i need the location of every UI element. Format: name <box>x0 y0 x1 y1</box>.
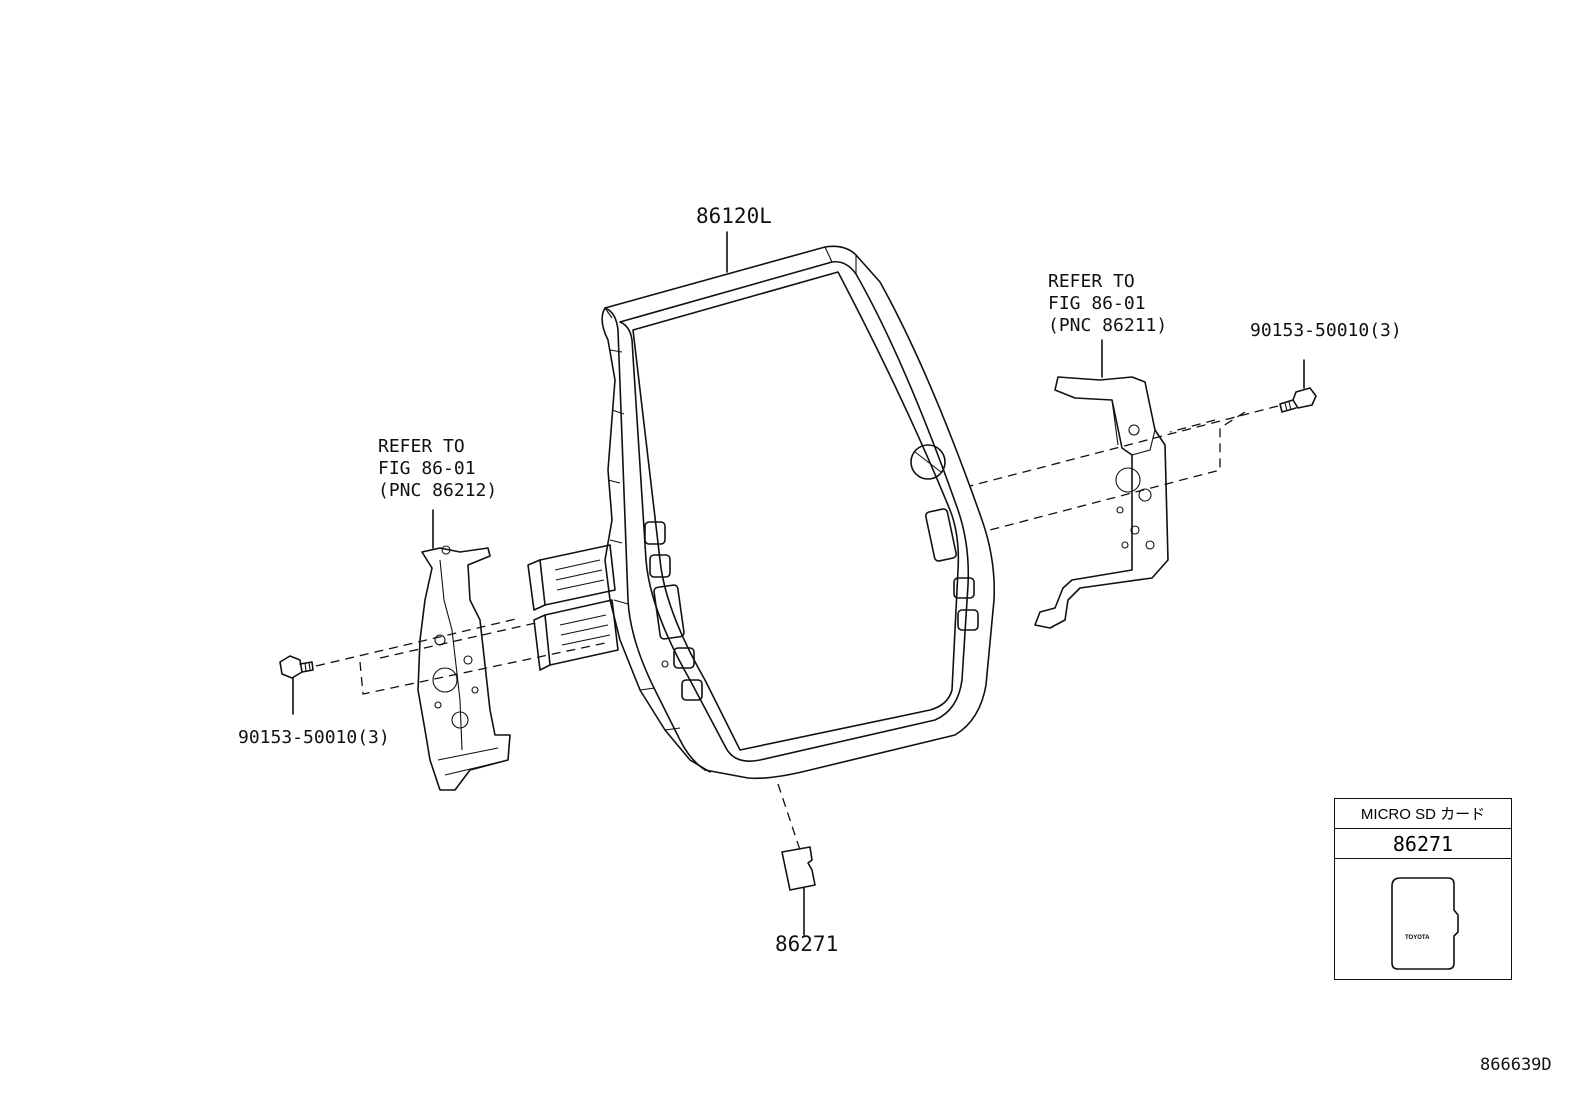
label-refer-left-1: REFER TO <box>378 436 465 457</box>
bolt-left <box>279 655 314 715</box>
label-refer-left-3: (PNC 86212) <box>378 480 498 501</box>
legend-title: MICRO SD カード <box>1335 799 1511 829</box>
label-refer-left-2: FIG 86-01 <box>378 458 476 479</box>
bolt-right <box>1279 359 1317 413</box>
label-refer-right-1: REFER TO <box>1048 271 1135 292</box>
display-unit-86120L <box>527 245 996 851</box>
legend-card-image <box>1391 877 1459 970</box>
label-bolt-right: 90153-50010(3) <box>1250 320 1402 341</box>
legend-box: MICRO SD カード 86271 TOYOTA <box>1334 798 1512 980</box>
label-sd-card: 86271 <box>775 932 839 956</box>
figure-id: 866639D <box>1480 1055 1552 1075</box>
alignment-lines <box>315 405 1279 695</box>
legend-card-brand: TOYOTA <box>1405 935 1430 941</box>
label-bolt-left: 90153-50010(3) <box>238 727 390 748</box>
sd-card-86271 <box>781 846 816 936</box>
label-display-unit: 86120L <box>696 204 772 228</box>
legend-part-number: 86271 <box>1335 829 1511 859</box>
label-refer-right-3: (PNC 86211) <box>1048 315 1168 336</box>
bracket-left <box>417 509 511 791</box>
label-refer-right-2: FIG 86-01 <box>1048 293 1146 314</box>
bracket-right <box>1034 339 1169 629</box>
